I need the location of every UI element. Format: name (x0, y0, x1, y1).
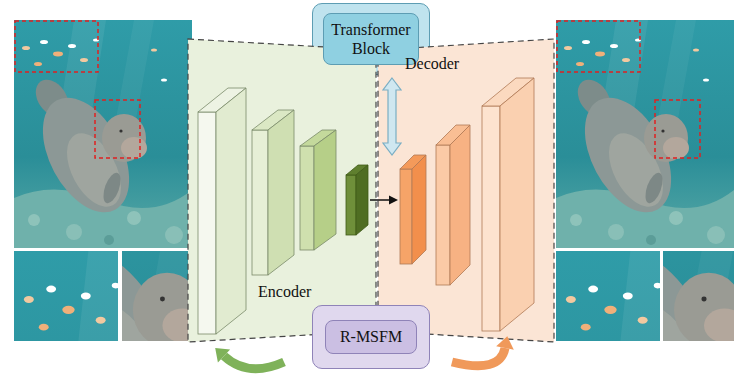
node-label: R-MSFM (325, 320, 417, 353)
cycle-arrow-head (215, 348, 230, 363)
cycle-arrow (452, 348, 505, 366)
skip-arrow-head (389, 196, 398, 205)
layer-face (400, 169, 412, 264)
layer-face (300, 146, 314, 250)
skip-arrow (370, 199, 390, 201)
decoder-outline (377, 38, 555, 343)
encoder-layer (252, 110, 294, 275)
decoder-layer (482, 78, 534, 331)
layer-face (436, 145, 450, 285)
zoom-frame (655, 100, 700, 158)
node-label: Transformer Block (323, 13, 419, 65)
layer-face (450, 125, 470, 285)
layer-face (216, 88, 246, 334)
output-photo (556, 20, 734, 248)
decoder-region: Decoder (377, 38, 555, 343)
zoom-crop (535, 127, 737, 374)
layer-face (356, 165, 368, 235)
decoder-layer (436, 125, 470, 285)
zoom-frame (95, 100, 140, 158)
layer-face (198, 112, 216, 334)
input-photo (14, 20, 192, 248)
layer-face (482, 106, 500, 331)
encoder-layer (300, 130, 336, 250)
zoom-frame (15, 21, 98, 72)
encoder-layer (198, 88, 246, 334)
encoder-region: Encoder (187, 38, 377, 343)
double-arrow (383, 78, 401, 155)
zoom-frame (557, 21, 640, 72)
encoder-region (188, 39, 376, 342)
layer-face (268, 110, 294, 275)
decoder-layer (400, 155, 426, 264)
rmsfm-block: R-MSFM (312, 305, 430, 369)
layer-face (346, 175, 356, 235)
cycle-arrow (224, 356, 284, 369)
node-label: Decoder (405, 54, 459, 73)
decoder-region (378, 39, 554, 342)
layer-face (314, 130, 336, 250)
zoom-crop-photo (535, 127, 737, 374)
encoder-layer (346, 165, 368, 235)
layer-face (252, 130, 268, 275)
layer-face (412, 155, 426, 264)
cycle-arrow-head (496, 336, 514, 350)
node-label: Encoder (258, 282, 311, 301)
layer-face (500, 78, 534, 331)
